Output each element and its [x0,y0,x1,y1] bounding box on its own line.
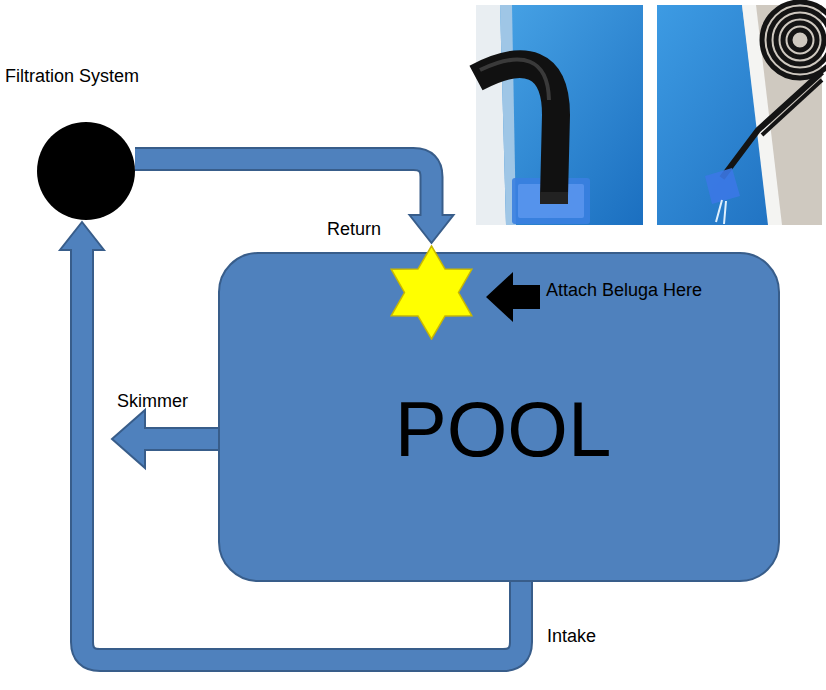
pool-box: POOL [218,252,780,582]
pointer-arrow [486,272,540,322]
skimmer-label: Skimmer [117,390,188,412]
callout-text: Attach Beluga Here [546,279,702,301]
filter-circle: Filtration System [37,122,135,220]
return-star: Return [383,245,480,340]
arrow-head [60,222,104,250]
node-label: Filtration System [5,65,139,87]
flow-arrow [135,159,454,243]
arrow-fill [135,159,432,218]
photo-hose-coil [657,2,826,225]
skimmer-arrow [112,410,222,468]
star-polygon [391,246,472,339]
node-label: Return [327,218,381,240]
pool-title: POOL [395,389,612,469]
arrow-head [410,215,454,243]
edge-label: Intake [545,625,598,647]
star-shape [383,245,480,340]
photo-return-fitting [476,5,643,225]
